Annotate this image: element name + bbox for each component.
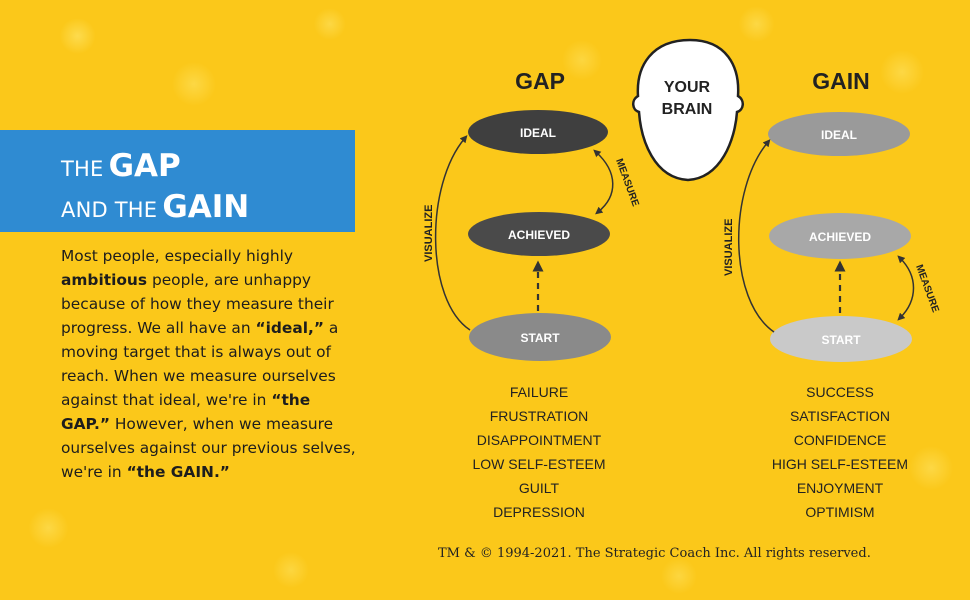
- desc-text-2: people, are unhappy because of how they …: [61, 271, 334, 337]
- gap-achieved-label: ACHIEVED: [508, 228, 570, 242]
- gap-outcome: LOW SELF-ESTEEM: [472, 456, 605, 472]
- title-gap: GAP: [108, 148, 181, 184]
- gap-start-ellipse: [469, 313, 611, 361]
- title-the: THE: [61, 157, 104, 181]
- gain-achieved-ellipse: [769, 213, 911, 259]
- desc-text-4: However, when we measure ourselves again…: [61, 415, 356, 481]
- description-paragraph: Most people, especially highly ambitious…: [61, 244, 361, 484]
- gain-outcome: ENJOYMENT: [797, 480, 884, 496]
- gain-measure-label: MEASURE: [913, 263, 941, 314]
- gain-outcome: HIGH SELF-ESTEEM: [772, 456, 908, 472]
- gain-outcome: OPTIMISM: [805, 504, 874, 520]
- gap-measure-label: MEASURE: [613, 157, 641, 208]
- gap-ideal-ellipse: [468, 110, 608, 154]
- desc-text-1: Most people, especially highly: [61, 247, 293, 265]
- gap-visualize-label: VISUALIZE: [423, 205, 435, 262]
- gain-start-label: START: [821, 333, 861, 347]
- gain-outcomes-list: SUCCESS SATISFACTION CONFIDENCE HIGH SEL…: [772, 384, 908, 520]
- gap-achieved-ellipse: [468, 212, 610, 256]
- copyright-notice: TM & © 1994-2021. The Strategic Coach In…: [438, 546, 871, 561]
- gain-ideal-label: IDEAL: [821, 128, 857, 142]
- gain-start-ellipse: [770, 316, 912, 362]
- gap-visualize-arrow: [434, 135, 471, 331]
- gain-outcome: CONFIDENCE: [794, 432, 887, 448]
- gap-outcomes-list: FAILURE FRUSTRATION DISAPPOINTMENT LOW S…: [472, 384, 605, 520]
- gap-outcome: DEPRESSION: [493, 504, 585, 520]
- title-line-1: THE GAP: [61, 148, 355, 189]
- brain-label-line2: BRAIN: [662, 101, 713, 118]
- gap-outcome: GUILT: [519, 480, 560, 496]
- gap-start-label: START: [520, 331, 560, 345]
- brain-label-line1: YOUR: [664, 79, 711, 96]
- desc-ambitious: ambitious: [61, 271, 148, 289]
- gap-measure-arrow: [593, 149, 614, 215]
- gain-measure-arrow: [897, 255, 915, 321]
- desc-ideal: “ideal,”: [255, 319, 324, 337]
- gain-visualize-arrow: [738, 139, 775, 333]
- brain-head-icon: YOUR BRAIN: [632, 38, 744, 182]
- title-line-2: AND THE GAIN: [61, 189, 355, 230]
- gap-outcome: DISAPPOINTMENT: [477, 432, 602, 448]
- gap-outcome: FAILURE: [510, 384, 568, 400]
- desc-the-gain: “the GAIN.”: [126, 463, 230, 481]
- gain-ideal-ellipse: [768, 112, 910, 156]
- title-and-the: AND THE: [61, 198, 158, 222]
- gain-title: GAIN: [812, 68, 870, 94]
- gain-outcome: SATISFACTION: [790, 408, 890, 424]
- title-gain: GAIN: [162, 189, 250, 225]
- gain-visualize-label: VISUALIZE: [723, 219, 735, 276]
- gap-outcome: FRUSTRATION: [490, 408, 589, 424]
- gap-title: GAP: [515, 68, 565, 94]
- gain-achieved-label: ACHIEVED: [809, 230, 871, 244]
- desc-text-3: a moving target that is always out of re…: [61, 319, 339, 409]
- title-banner: THE GAP AND THE GAIN: [0, 130, 355, 232]
- gain-outcome: SUCCESS: [806, 384, 874, 400]
- gap-ideal-label: IDEAL: [520, 126, 556, 140]
- desc-the-gap: “the GAP.”: [61, 391, 311, 433]
